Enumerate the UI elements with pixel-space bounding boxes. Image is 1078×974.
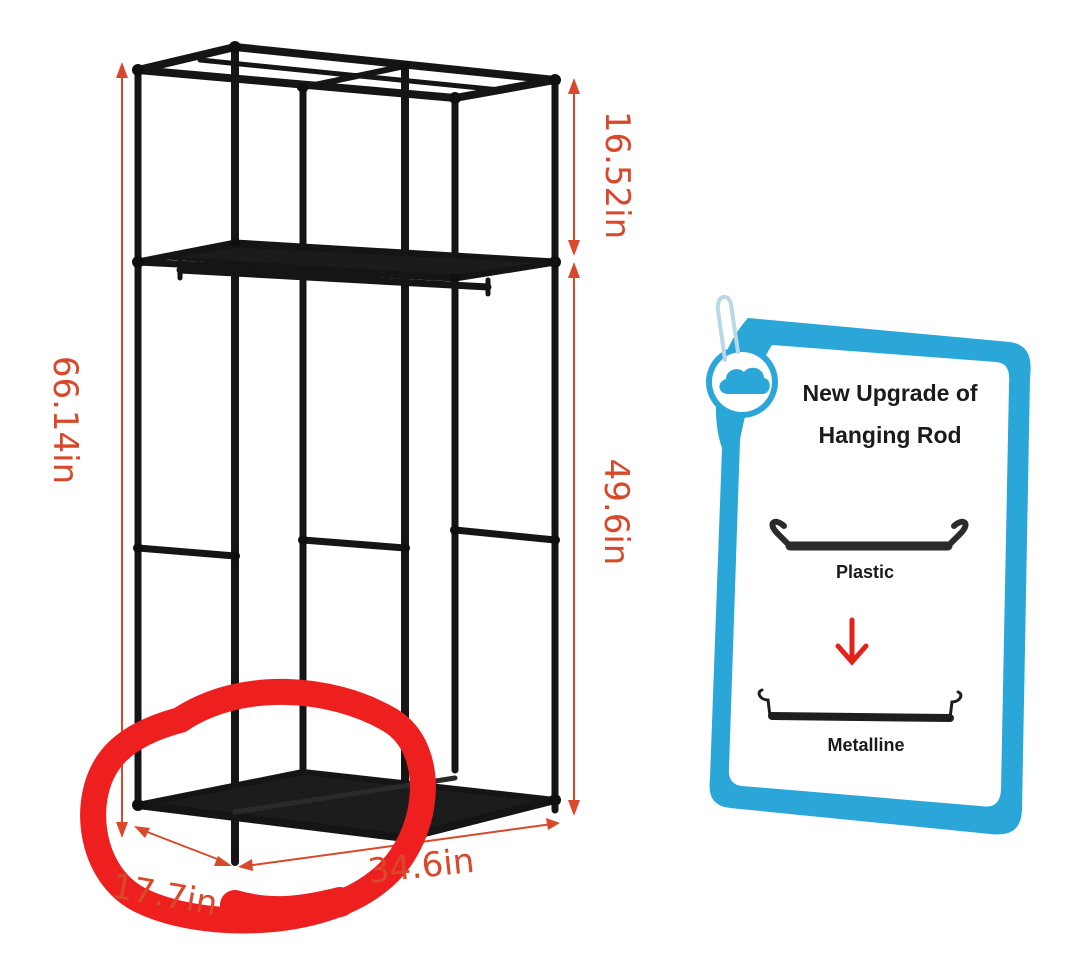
plastic-label: Plastic xyxy=(835,562,895,582)
paperclip-icon xyxy=(715,294,740,362)
metalline-label: Metalline xyxy=(827,735,905,755)
cloud-icon xyxy=(719,367,770,394)
wardrobe-frame xyxy=(132,41,561,866)
top-height-label: 16.52in xyxy=(597,110,637,240)
metal-rod-image xyxy=(757,688,963,722)
dimension-lines xyxy=(116,62,580,871)
card-title-line1: New Upgrade of xyxy=(802,380,978,406)
down-arrow-icon xyxy=(835,617,869,666)
plastic-rod-image xyxy=(769,518,969,551)
upgrade-card xyxy=(706,294,1031,835)
lower-height-label: 49.6in xyxy=(596,458,636,566)
card-title-line2: Hanging Rod xyxy=(818,422,962,448)
total-height-label: 66.14in xyxy=(45,355,85,485)
annotation-circle xyxy=(80,678,436,934)
